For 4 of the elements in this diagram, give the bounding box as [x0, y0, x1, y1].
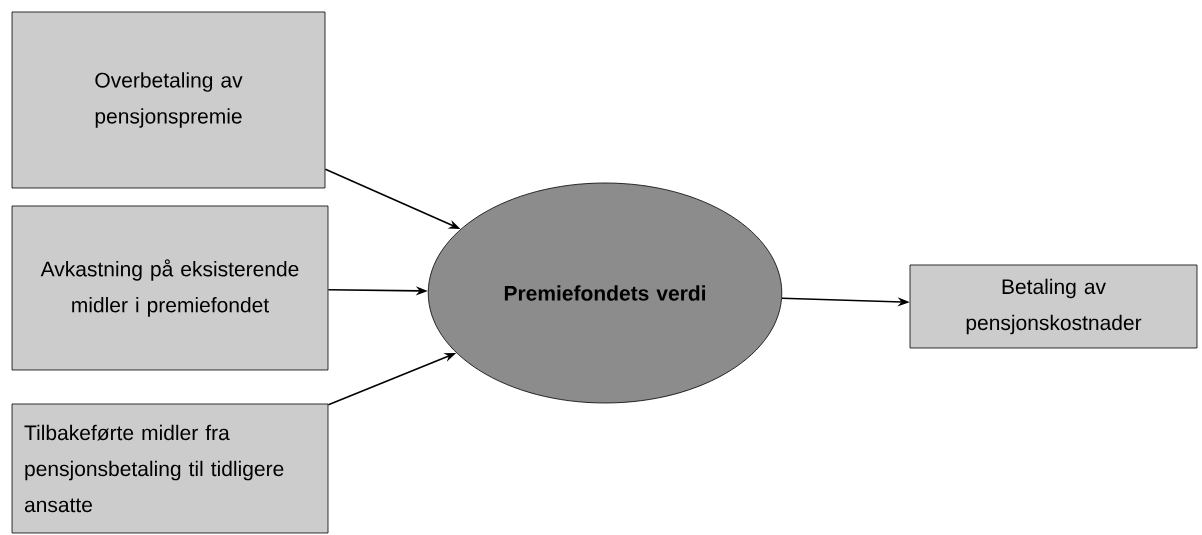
- process-box: Betaling av pensjonskostnader: [909, 264, 1198, 349]
- process-box: Overbetaling av pensjonspremie: [11, 11, 326, 189]
- process-box: Tilbakeførte midler fra pensjonsbetaling til tidligere ansatte: [11, 403, 329, 534]
- process-box: Avkastning på eksisterende midler i premiefondet: [11, 205, 329, 371]
